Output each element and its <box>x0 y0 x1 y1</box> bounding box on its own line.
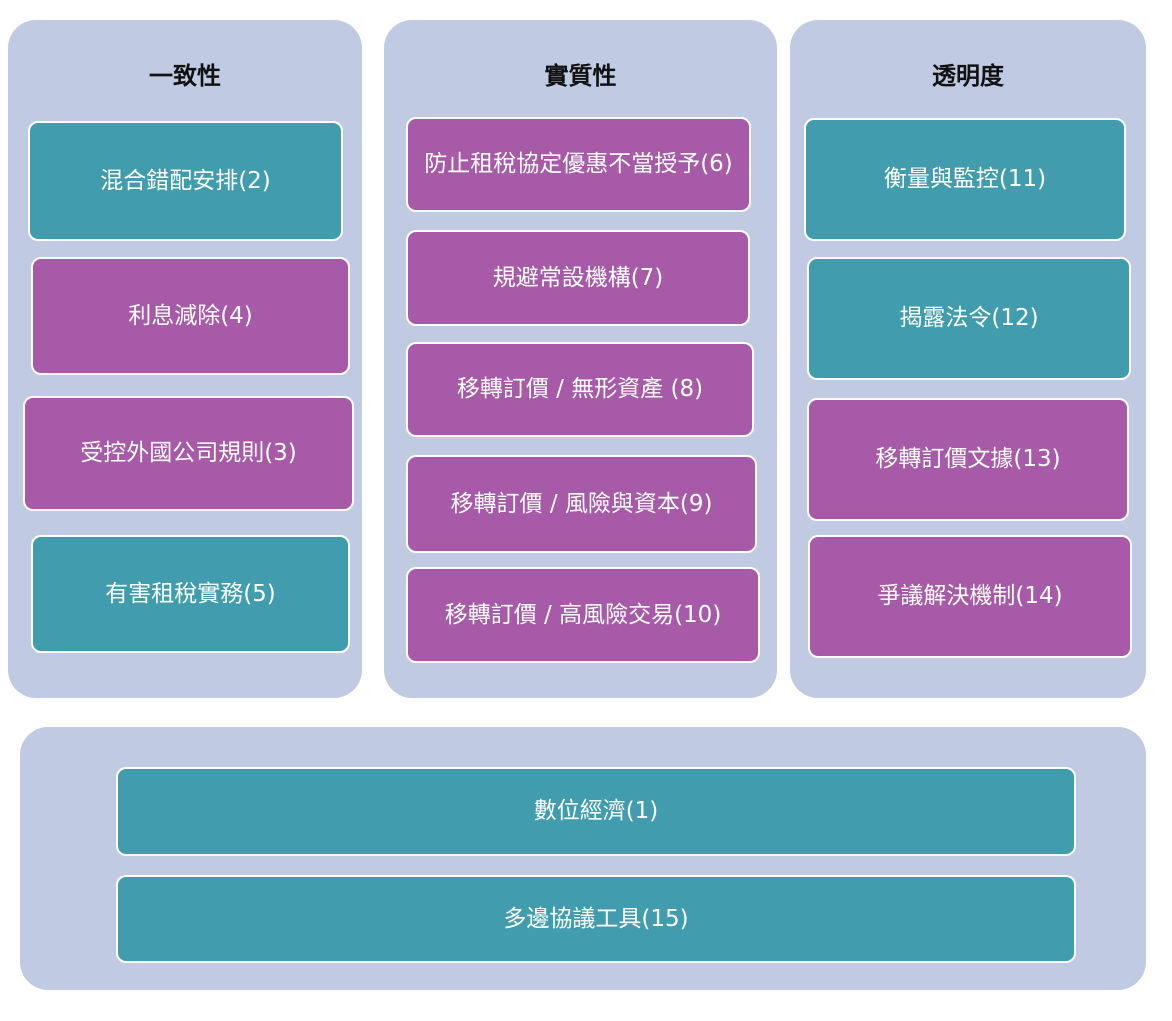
action-box-12: 揭露法令(12) <box>807 257 1131 380</box>
action-box-9: 移轉訂價 / 風險與資本(9) <box>406 455 757 553</box>
action-box-7: 規避常設機構(7) <box>406 230 750 326</box>
action-box-13: 移轉訂價文據(13) <box>807 398 1129 521</box>
panel-title: 透明度 <box>932 62 1004 90</box>
action-box-11: 衡量與監控(11) <box>804 118 1126 241</box>
action-box-15: 多邊協議工具(15) <box>116 875 1076 963</box>
action-box-1: 數位經濟(1) <box>116 767 1076 856</box>
action-box-14: 爭議解決機制(14) <box>808 535 1132 658</box>
action-box-2: 混合錯配安排(2) <box>28 121 343 241</box>
action-box-4: 利息減除(4) <box>31 257 350 375</box>
action-box-10: 移轉訂價 / 高風險交易(10) <box>406 567 760 663</box>
action-box-8: 移轉訂價 / 無形資產 (8) <box>406 342 754 437</box>
panel-title: 實質性 <box>544 62 617 90</box>
action-box-3: 受控外國公司規則(3) <box>23 396 354 511</box>
action-box-6: 防止租稅協定優惠不當授予(6) <box>406 117 751 212</box>
panel-title: 一致性 <box>149 62 221 90</box>
action-box-5: 有害租稅實務(5) <box>31 535 350 653</box>
